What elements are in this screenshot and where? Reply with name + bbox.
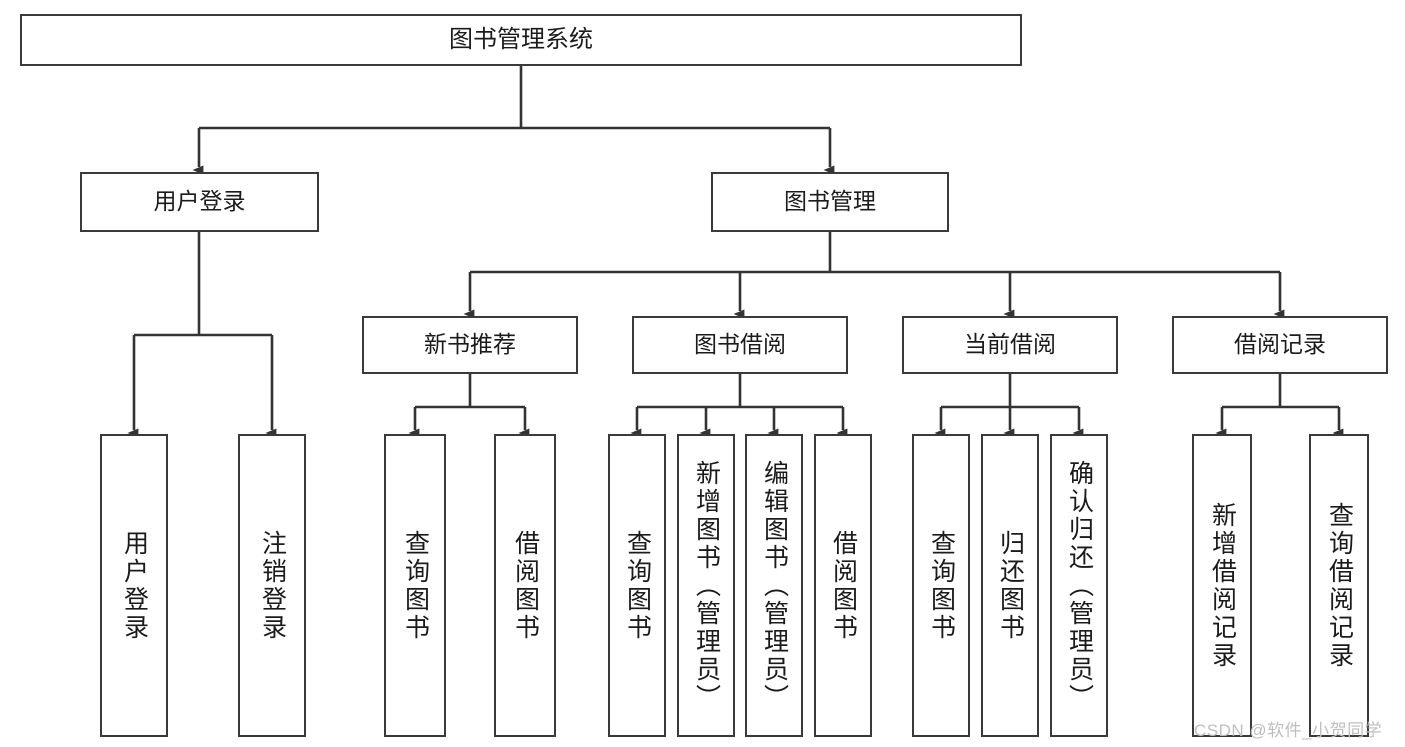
node-root[interactable]: 图书管理系统	[20, 14, 1022, 66]
node-root-label: 图书管理系统	[449, 25, 593, 53]
leaf-borrow-book-1[interactable]: 借阅图书	[494, 434, 556, 737]
leaf-add-book-label: 新增图书（管理员）	[692, 459, 721, 712]
node-book-borrow[interactable]: 图书借阅	[632, 316, 848, 374]
leaf-query-book-2-label: 查询图书	[623, 529, 652, 642]
leaf-borrow-book-1-label: 借阅图书	[511, 529, 540, 642]
node-new-book-recommend[interactable]: 新书推荐	[362, 316, 578, 374]
leaf-return-book[interactable]: 归还图书	[981, 434, 1039, 737]
leaf-confirm-return-label: 确认归还（管理员）	[1065, 459, 1094, 712]
node-current-borrow[interactable]: 当前借阅	[902, 316, 1118, 374]
leaf-logout-login-label: 注销登录	[258, 529, 287, 642]
leaf-query-book-2[interactable]: 查询图书	[608, 434, 666, 737]
node-book-management[interactable]: 图书管理	[711, 172, 949, 232]
leaf-logout-login[interactable]: 注销登录	[238, 434, 306, 737]
leaf-query-borrow-record-label: 查询借阅记录	[1325, 501, 1354, 670]
node-borrow-record[interactable]: 借阅记录	[1172, 316, 1388, 374]
leaf-query-book-1[interactable]: 查询图书	[384, 434, 446, 737]
leaf-add-borrow-record-label: 新增借阅记录	[1208, 501, 1237, 670]
node-user-login-label: 用户登录	[153, 188, 246, 215]
leaf-query-book-3-label: 查询图书	[927, 529, 956, 642]
node-borrow-record-label: 借阅记录	[1234, 331, 1326, 358]
leaf-edit-book-label: 编辑图书（管理员）	[760, 459, 789, 712]
leaf-confirm-return[interactable]: 确认归还（管理员）	[1050, 434, 1108, 737]
leaf-query-book-1-label: 查询图书	[401, 529, 430, 642]
leaf-edit-book[interactable]: 编辑图书（管理员）	[745, 434, 803, 737]
leaf-borrow-book-2[interactable]: 借阅图书	[814, 434, 872, 737]
leaf-return-book-label: 归还图书	[996, 529, 1025, 642]
leaf-user-login[interactable]: 用户登录	[100, 434, 168, 737]
leaf-user-login-label: 用户登录	[120, 529, 149, 642]
leaf-add-book[interactable]: 新增图书（管理员）	[677, 434, 735, 737]
node-book-management-label: 图书管理	[784, 188, 876, 215]
node-book-borrow-label: 图书借阅	[694, 331, 786, 358]
node-current-borrow-label: 当前借阅	[964, 331, 1056, 358]
node-new-book-recommend-label: 新书推荐	[424, 331, 516, 358]
watermark: CSDN @软件_小贺同学	[1194, 721, 1383, 740]
leaf-query-book-3[interactable]: 查询图书	[912, 434, 970, 737]
node-user-login[interactable]: 用户登录	[80, 172, 319, 232]
leaf-add-borrow-record[interactable]: 新增借阅记录	[1192, 434, 1252, 737]
leaf-query-borrow-record[interactable]: 查询借阅记录	[1309, 434, 1369, 737]
leaf-borrow-book-2-label: 借阅图书	[829, 529, 858, 642]
